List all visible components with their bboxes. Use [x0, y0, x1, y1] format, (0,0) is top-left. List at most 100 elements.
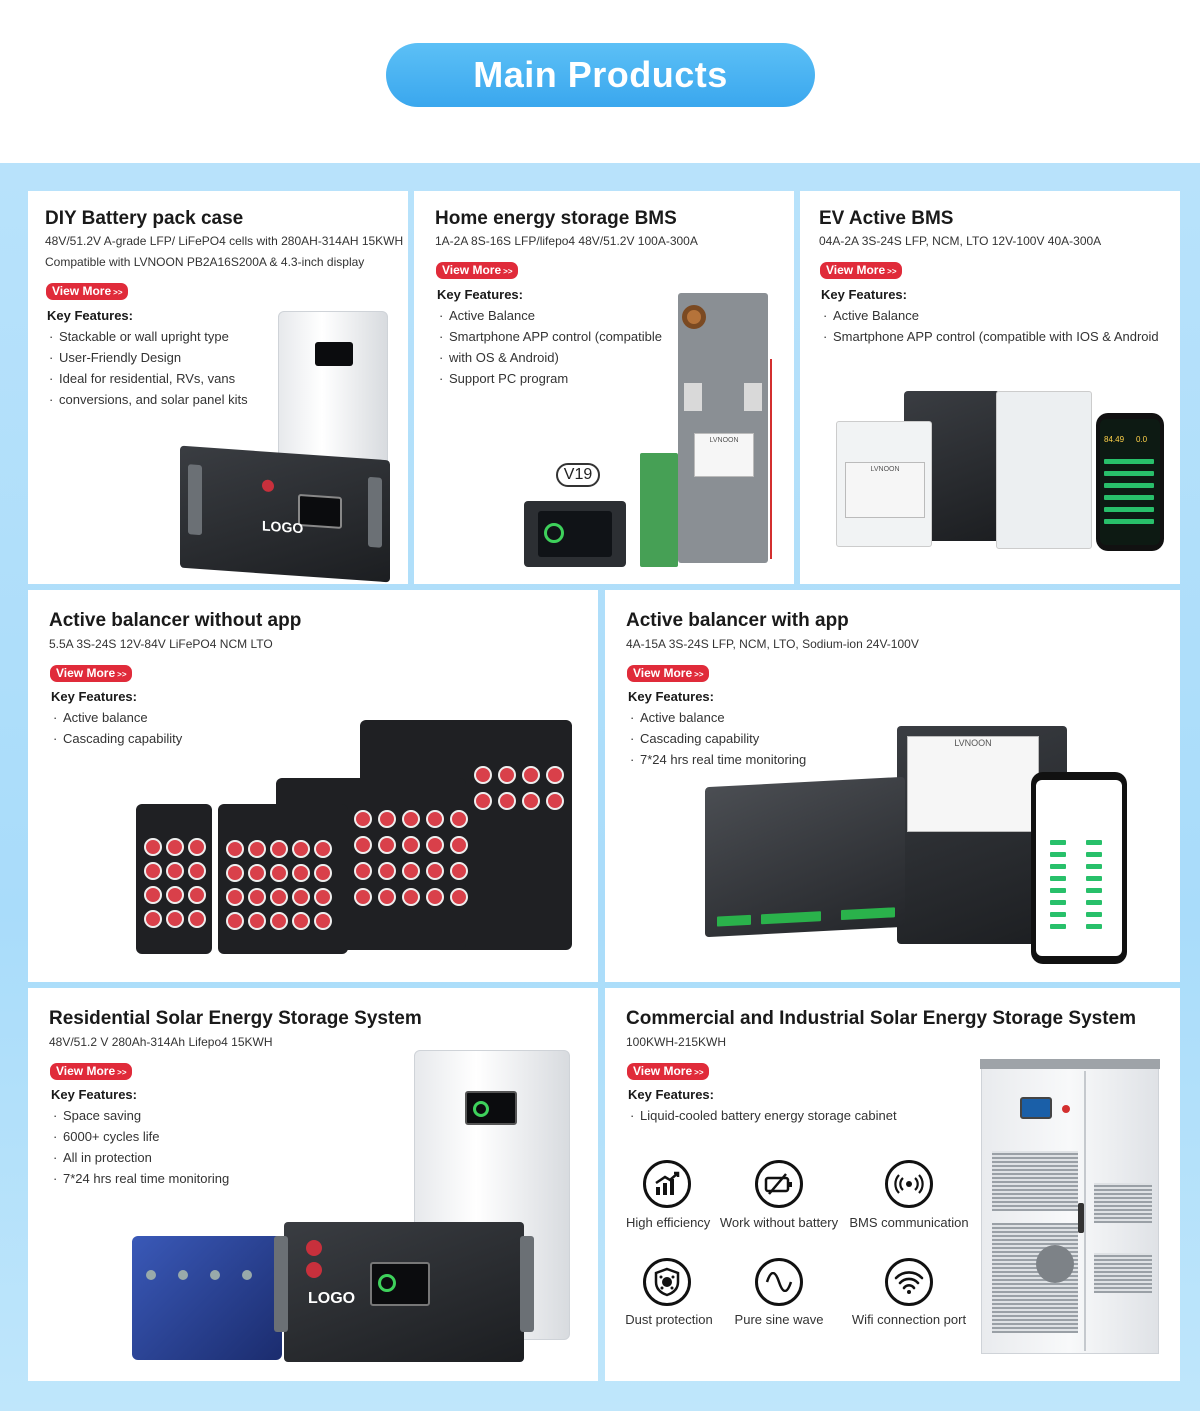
capacitor [354, 888, 372, 906]
chart-up-icon [643, 1160, 691, 1208]
cell-row [1104, 459, 1154, 464]
vent-grille [1094, 1253, 1152, 1293]
vent-grille [992, 1151, 1078, 1211]
view-more-button[interactable]: View More>> [820, 262, 903, 279]
cell-row [1086, 900, 1102, 905]
capacitor [292, 912, 310, 930]
icon-label: BMS communication [849, 1215, 969, 1230]
capacitor [426, 862, 444, 880]
capacitor [450, 836, 468, 854]
feature-item: 6000+ cycles life [51, 1126, 229, 1147]
version-badge: V19 [556, 463, 600, 487]
feature-list: Active Balance Smartphone APP control (c… [821, 305, 1159, 347]
red-wire [770, 359, 772, 559]
feature-list: Liquid-cooled battery energy storage cab… [628, 1105, 897, 1126]
feature-list: Active balance Cascading capability [51, 707, 182, 749]
view-more-button[interactable]: View More>> [50, 665, 133, 682]
card-title: Home energy storage BMS [435, 208, 677, 229]
header-band: Main Products [0, 0, 1200, 163]
capacitor [166, 886, 184, 904]
view-more-button[interactable]: View More>> [627, 1063, 710, 1080]
feature-list: Active balance Cascading capability 7*24… [628, 707, 806, 770]
capacitor [450, 862, 468, 880]
feature-item: Liquid-cooled battery energy storage cab… [628, 1105, 897, 1126]
product-card-residential[interactable]: Residential Solar Energy Storage System … [28, 988, 598, 1381]
key-features-label: Key Features: [628, 689, 714, 704]
icon-label: Wifi connection port [851, 1312, 967, 1327]
feature-item: Active balance [51, 707, 182, 728]
cell-row [1086, 924, 1102, 929]
signal-icon [885, 1160, 933, 1208]
key-features-label: Key Features: [628, 1087, 714, 1102]
feature-item: Active Balance [821, 305, 1159, 326]
capacitor [378, 888, 396, 906]
capacitor [226, 840, 244, 858]
logo-text: LOGO [262, 517, 304, 537]
view-more-button[interactable]: View More>> [627, 665, 710, 682]
product-card-balancer-noapp[interactable]: Active balancer without app 5.5A 3S-24S … [28, 590, 598, 982]
capacitor [354, 836, 372, 854]
cell-row [1086, 864, 1102, 869]
balancer-case-back-image: LVNOON [897, 726, 1067, 944]
fan-circle [1036, 1245, 1074, 1283]
phone-screen: 84.49 0.0 [1100, 419, 1160, 545]
display-screen [298, 493, 342, 529]
capacitor [292, 888, 310, 906]
small-board-image [640, 453, 678, 567]
cell-row [1104, 471, 1154, 476]
view-more-button[interactable]: View More>> [46, 283, 129, 300]
product-card-diy-battery[interactable]: DIY Battery pack case 48V/51.2V A-grade … [28, 191, 408, 584]
capacitor [402, 836, 420, 854]
battery-off-icon [755, 1160, 803, 1208]
card-subtitle: 5.5A 3S-24S 12V-84V LiFePO4 NCM LTO [49, 637, 273, 651]
sine-wave-icon [755, 1258, 803, 1306]
card-title: Commercial and Industrial Solar Energy S… [626, 1008, 1136, 1029]
capacitor [426, 836, 444, 854]
card-title: Active balancer with app [626, 610, 849, 631]
view-more-button[interactable]: View More>> [436, 262, 519, 279]
phone-app-image: 84.49 0.0 [1096, 413, 1164, 551]
cell-row [1104, 507, 1154, 512]
phone-app-image [1031, 772, 1127, 964]
product-card-commercial[interactable]: Commercial and Industrial Solar Energy S… [605, 988, 1180, 1381]
handle-left [274, 1236, 288, 1332]
dust-shield-icon [643, 1258, 691, 1306]
lfp-cell-terminal [210, 1270, 220, 1280]
terminal-red [262, 479, 274, 493]
cell-row [1086, 912, 1102, 917]
capacitor [314, 840, 332, 858]
handle-right [520, 1236, 534, 1332]
wifi-icon [885, 1258, 933, 1306]
capacitor [426, 810, 444, 828]
capacitor [450, 888, 468, 906]
cabinet-roof [980, 1059, 1160, 1069]
capacitor [426, 888, 444, 906]
capacitor [450, 810, 468, 828]
capacitor [498, 792, 516, 810]
key-features-label: Key Features: [51, 689, 137, 704]
key-features-label: Key Features: [47, 308, 133, 323]
capacitor [354, 862, 372, 880]
capacitor [188, 838, 206, 856]
capacitor [144, 910, 162, 928]
feature-list: Stackable or wall upright type User-Frie… [47, 326, 248, 410]
cell-row [1104, 495, 1154, 500]
capacitor [248, 912, 266, 930]
handle-left [188, 464, 202, 536]
capacitor [292, 864, 310, 882]
display-screen [1020, 1097, 1052, 1119]
product-card-ev-bms[interactable]: EV Active BMS 04A-2A 3S-24S LFP, NCM, LT… [800, 191, 1180, 584]
product-card-home-bms[interactable]: Home energy storage BMS 1A-2A 8S-16S LFP… [414, 191, 794, 584]
capacitor [498, 766, 516, 784]
product-label: LVNOON [845, 462, 925, 518]
capacitor [166, 862, 184, 880]
capacitor [226, 888, 244, 906]
display-screen [538, 511, 612, 557]
toroid-coil [682, 305, 706, 329]
view-more-button[interactable]: View More>> [50, 1063, 133, 1080]
feature-item: Smartphone APP control (compatible with … [821, 326, 1159, 347]
capacitor [166, 910, 184, 928]
capacitor [248, 888, 266, 906]
capacitor [248, 864, 266, 882]
product-card-balancer-app[interactable]: Active balancer with app 4A-15A 3S-24S L… [605, 590, 1180, 982]
